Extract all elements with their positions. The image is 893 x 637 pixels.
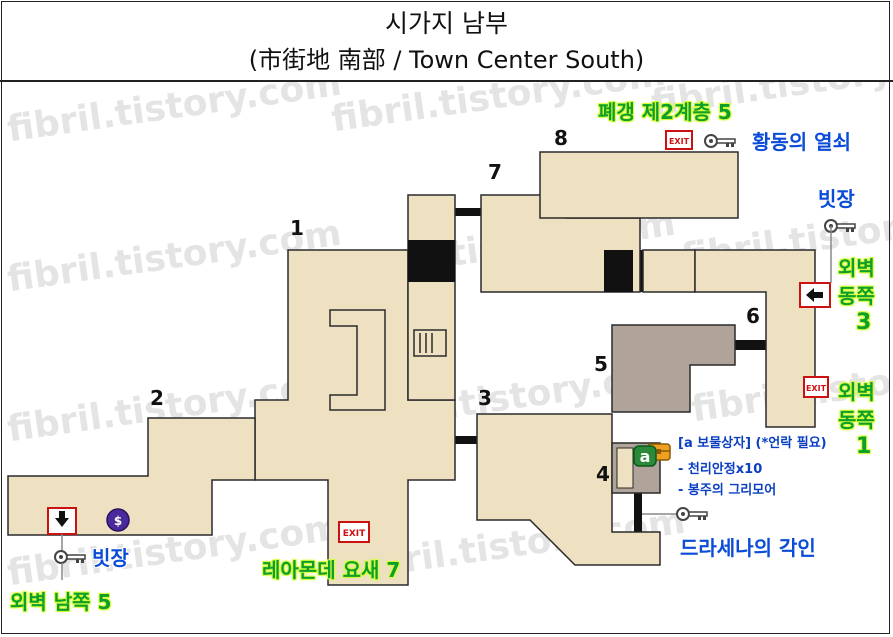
arrow-door-icon[interactable]	[799, 282, 831, 308]
corridor-connector	[634, 492, 642, 532]
room-number: 2	[150, 386, 164, 410]
chest-marker: a	[633, 445, 657, 467]
chest-info-item: - 천리안정x10	[678, 462, 763, 477]
corridor-connector	[455, 436, 477, 444]
room-5	[611, 324, 736, 413]
label-outer-wall-east-1[interactable]: 1	[856, 434, 872, 459]
merchant-icon[interactable]: $	[106, 508, 130, 532]
exit-sign-icon[interactable]: EXIT	[803, 376, 829, 398]
label-outer-wall-east-1[interactable]: 외벽	[838, 380, 875, 404]
label-outer-wall-east-3[interactable]: 동쪽	[838, 284, 875, 308]
corridor-connector	[735, 340, 766, 350]
label-rusty-key-bottom: 빗장	[92, 546, 129, 570]
stair-column	[407, 194, 456, 401]
label-rusty-key-top: 빗장	[818, 187, 855, 211]
room-number: 4	[596, 462, 610, 486]
corridor-connector	[455, 208, 481, 216]
room-6	[694, 249, 816, 428]
chest-info-item: - 봉주의 그리모어	[678, 483, 777, 498]
room-8	[539, 151, 739, 219]
room-number: 5	[594, 352, 608, 376]
label-fortress[interactable]: 레아몬데 요새 7	[262, 558, 401, 582]
corridor-east	[642, 249, 696, 293]
label-outer-wall-east-3[interactable]: 외벽	[838, 256, 875, 280]
chest-info-header: [a 보물상자] (*언락 필요)	[678, 436, 827, 451]
room-number: 6	[746, 304, 760, 328]
exit-sign-icon[interactable]: EXIT	[338, 521, 370, 543]
label-ruined-mine[interactable]: 폐갱 제2계층 5	[598, 100, 732, 124]
room-4-inner	[616, 447, 634, 489]
svg-text:EXIT: EXIT	[806, 384, 827, 393]
label-outer-wall-south[interactable]: 외벽 남쪽 5	[10, 590, 112, 614]
svg-text:EXIT: EXIT	[669, 137, 690, 146]
room-number: 7	[488, 160, 502, 184]
label-outer-wall-east-3[interactable]: 3	[856, 310, 872, 335]
label-drasena-seal: 드라세나의 각인	[680, 536, 816, 560]
label-outer-wall-east-1[interactable]: 동쪽	[838, 408, 875, 432]
svg-text:a: a	[640, 447, 651, 466]
title-bar: 시가지 남부 (市街地 南部 / Town Center South)	[0, 0, 893, 82]
svg-text:EXIT: EXIT	[343, 529, 366, 539]
page-subtitle: (市街地 南部 / Town Center South)	[248, 46, 645, 74]
label-bronze-key: 황동의 열쇠	[752, 130, 851, 154]
room-number: 8	[554, 126, 568, 150]
stair-step	[408, 240, 455, 282]
inner-ledge	[329, 309, 386, 411]
svg-text:$: $	[114, 514, 122, 528]
gate-block	[604, 250, 633, 292]
exit-sign-icon[interactable]: EXIT	[665, 130, 693, 150]
room-2	[7, 417, 256, 536]
room-number: 3	[478, 386, 492, 410]
room-number: 1	[290, 216, 304, 240]
page-title: 시가지 남부	[385, 9, 508, 38]
